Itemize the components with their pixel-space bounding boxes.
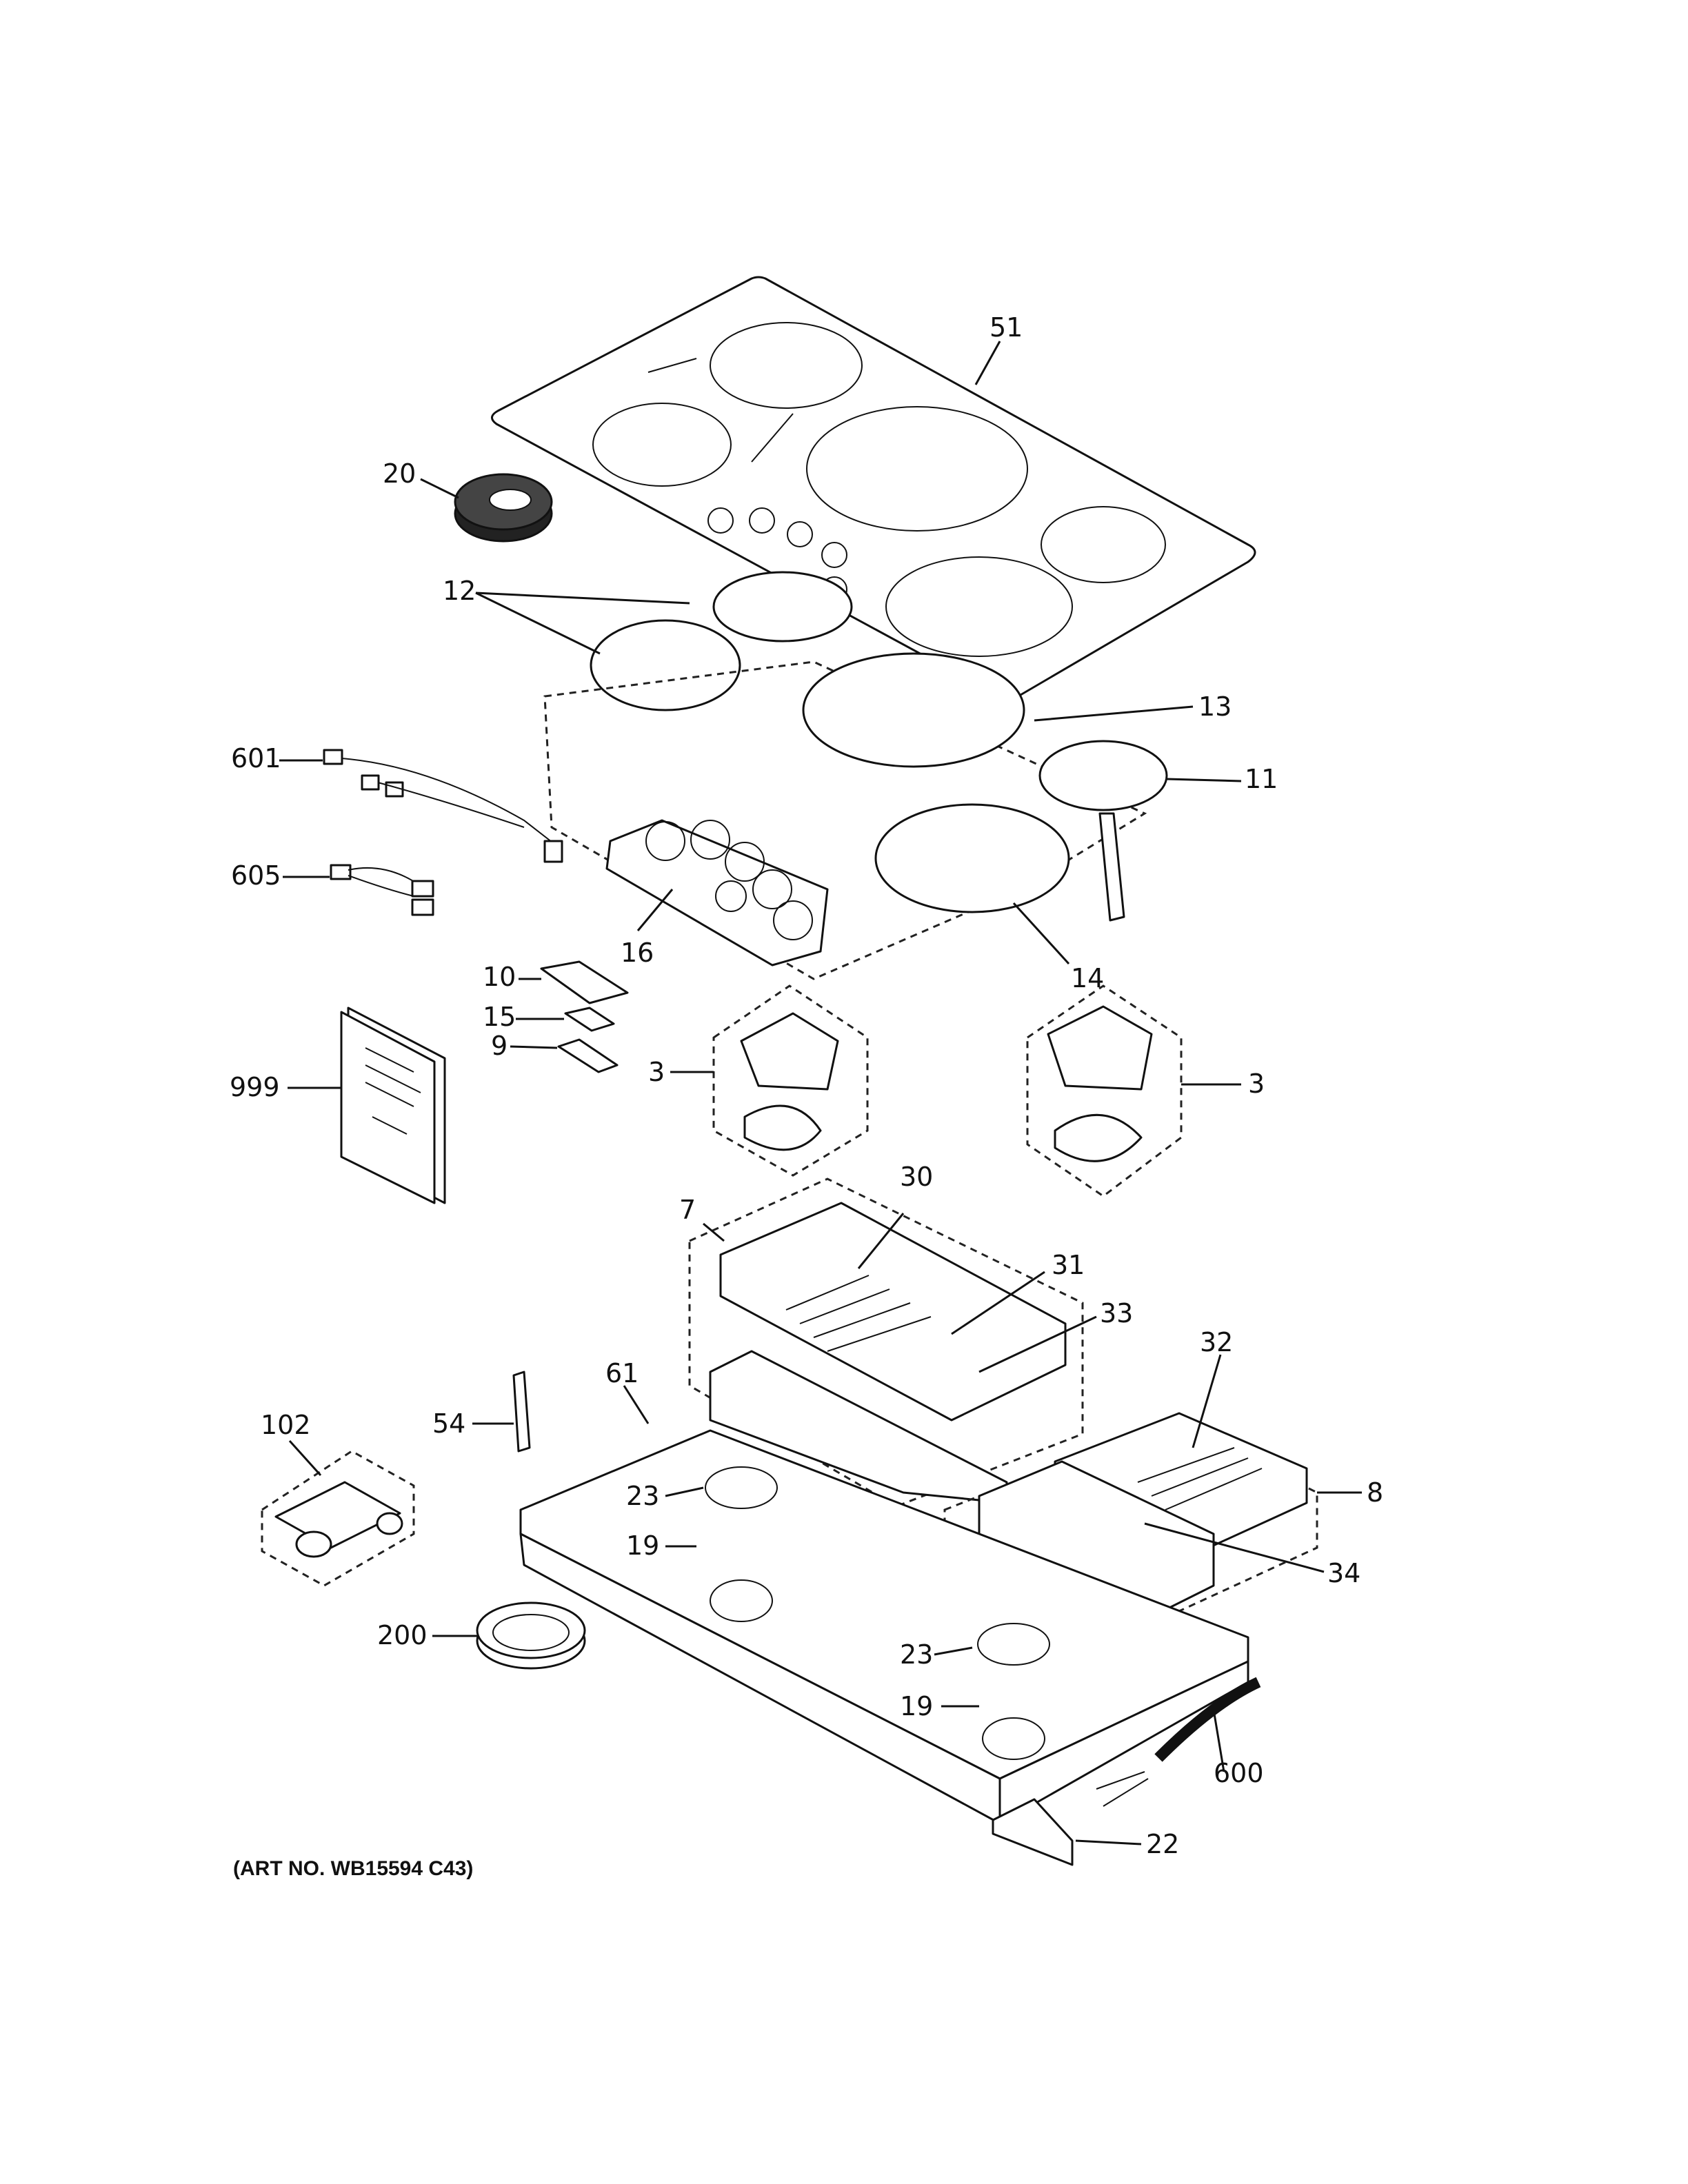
radiant-element-pair [590, 571, 853, 711]
fan-assembly-left [712, 984, 869, 1177]
terminal-block-kit [261, 1450, 415, 1587]
touch-control-board [605, 819, 829, 967]
clip-bracket [557, 1038, 619, 1073]
callout-23-lower: 23 [900, 1639, 933, 1670]
callout-9: 9 [491, 1031, 508, 1061]
callout-3-left: 3 [648, 1057, 665, 1087]
callout-102: 102 [261, 1410, 311, 1440]
callout-20: 20 [383, 458, 416, 489]
fan-assembly-right [1026, 984, 1183, 1197]
callout-600: 600 [1214, 1758, 1264, 1788]
callout-61: 61 [605, 1358, 639, 1388]
callout-31: 31 [1052, 1250, 1085, 1280]
callout-34: 34 [1327, 1558, 1360, 1588]
callout-15: 15 [483, 1002, 516, 1032]
callout-16: 16 [621, 938, 654, 968]
callout-30: 30 [900, 1162, 933, 1192]
power-conduit [1096, 1677, 1261, 1807]
callout-601: 601 [231, 743, 281, 774]
small-bracket [540, 960, 629, 1004]
tape-roll [454, 473, 553, 543]
tape-roll-large [476, 1601, 586, 1670]
callout-200: 200 [377, 1620, 428, 1650]
callout-19-lower: 19 [900, 1691, 933, 1721]
callout-32: 32 [1200, 1327, 1233, 1357]
radiant-element-large [802, 652, 1025, 768]
callout-605: 605 [231, 860, 281, 891]
radiant-element-front [874, 803, 1070, 913]
callout-999: 999 [230, 1072, 280, 1102]
callout-54: 54 [432, 1408, 465, 1439]
cooktop-glass [491, 276, 1256, 700]
callout-13: 13 [1198, 691, 1232, 722]
induction-generator-lower [943, 1412, 1318, 1628]
callout-33: 33 [1100, 1298, 1133, 1328]
callout-8: 8 [1367, 1477, 1383, 1508]
owners-manual [340, 1007, 446, 1204]
support-bracket-outline [543, 660, 1147, 980]
callout-19-upper: 19 [626, 1530, 659, 1561]
radiant-element-small [1038, 740, 1168, 922]
callout-12: 12 [443, 576, 476, 606]
burner-box [519, 1429, 1249, 1825]
callout-23-upper: 23 [626, 1481, 659, 1511]
callout-14: 14 [1071, 963, 1104, 993]
callout-10: 10 [483, 962, 516, 992]
callout-11: 11 [1245, 764, 1278, 794]
grounding-strap [512, 1371, 531, 1453]
callout-3-right: 3 [1248, 1069, 1265, 1099]
wire-harness-short [330, 864, 434, 916]
callout-7: 7 [679, 1195, 696, 1225]
wiring-cover-plate [992, 1798, 1074, 1866]
callout-51: 51 [989, 312, 1023, 343]
callout-22: 22 [1146, 1829, 1179, 1859]
wire-harness-long [323, 749, 563, 863]
switch-module [564, 1007, 615, 1032]
art-number-caption: (ART NO. WB15594 C43) [233, 1857, 473, 1880]
